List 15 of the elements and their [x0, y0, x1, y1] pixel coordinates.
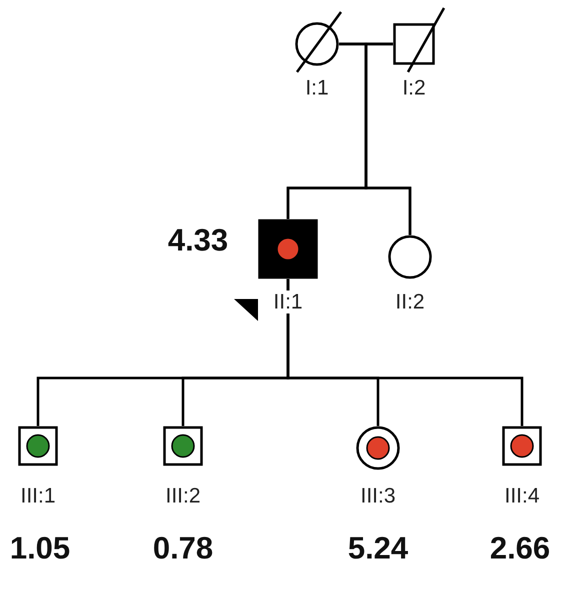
female-symbol: [293, 10, 343, 74]
score-label: 2.66: [490, 532, 550, 564]
male-symbol: [391, 6, 446, 74]
male-symbol: [500, 424, 544, 468]
score-label: 4.33: [168, 224, 228, 256]
descent-line: [364, 42, 412, 235]
descent-line: [286, 279, 524, 426]
male-symbol: [256, 217, 320, 281]
female-symbol: [354, 424, 402, 472]
male-symbol: [161, 424, 205, 468]
score-label: 0.78: [152, 532, 214, 564]
score-label: 5.24: [348, 532, 408, 564]
female-symbol: [386, 233, 434, 281]
score-label: 1.05: [10, 532, 70, 564]
male-symbol: [16, 424, 60, 468]
